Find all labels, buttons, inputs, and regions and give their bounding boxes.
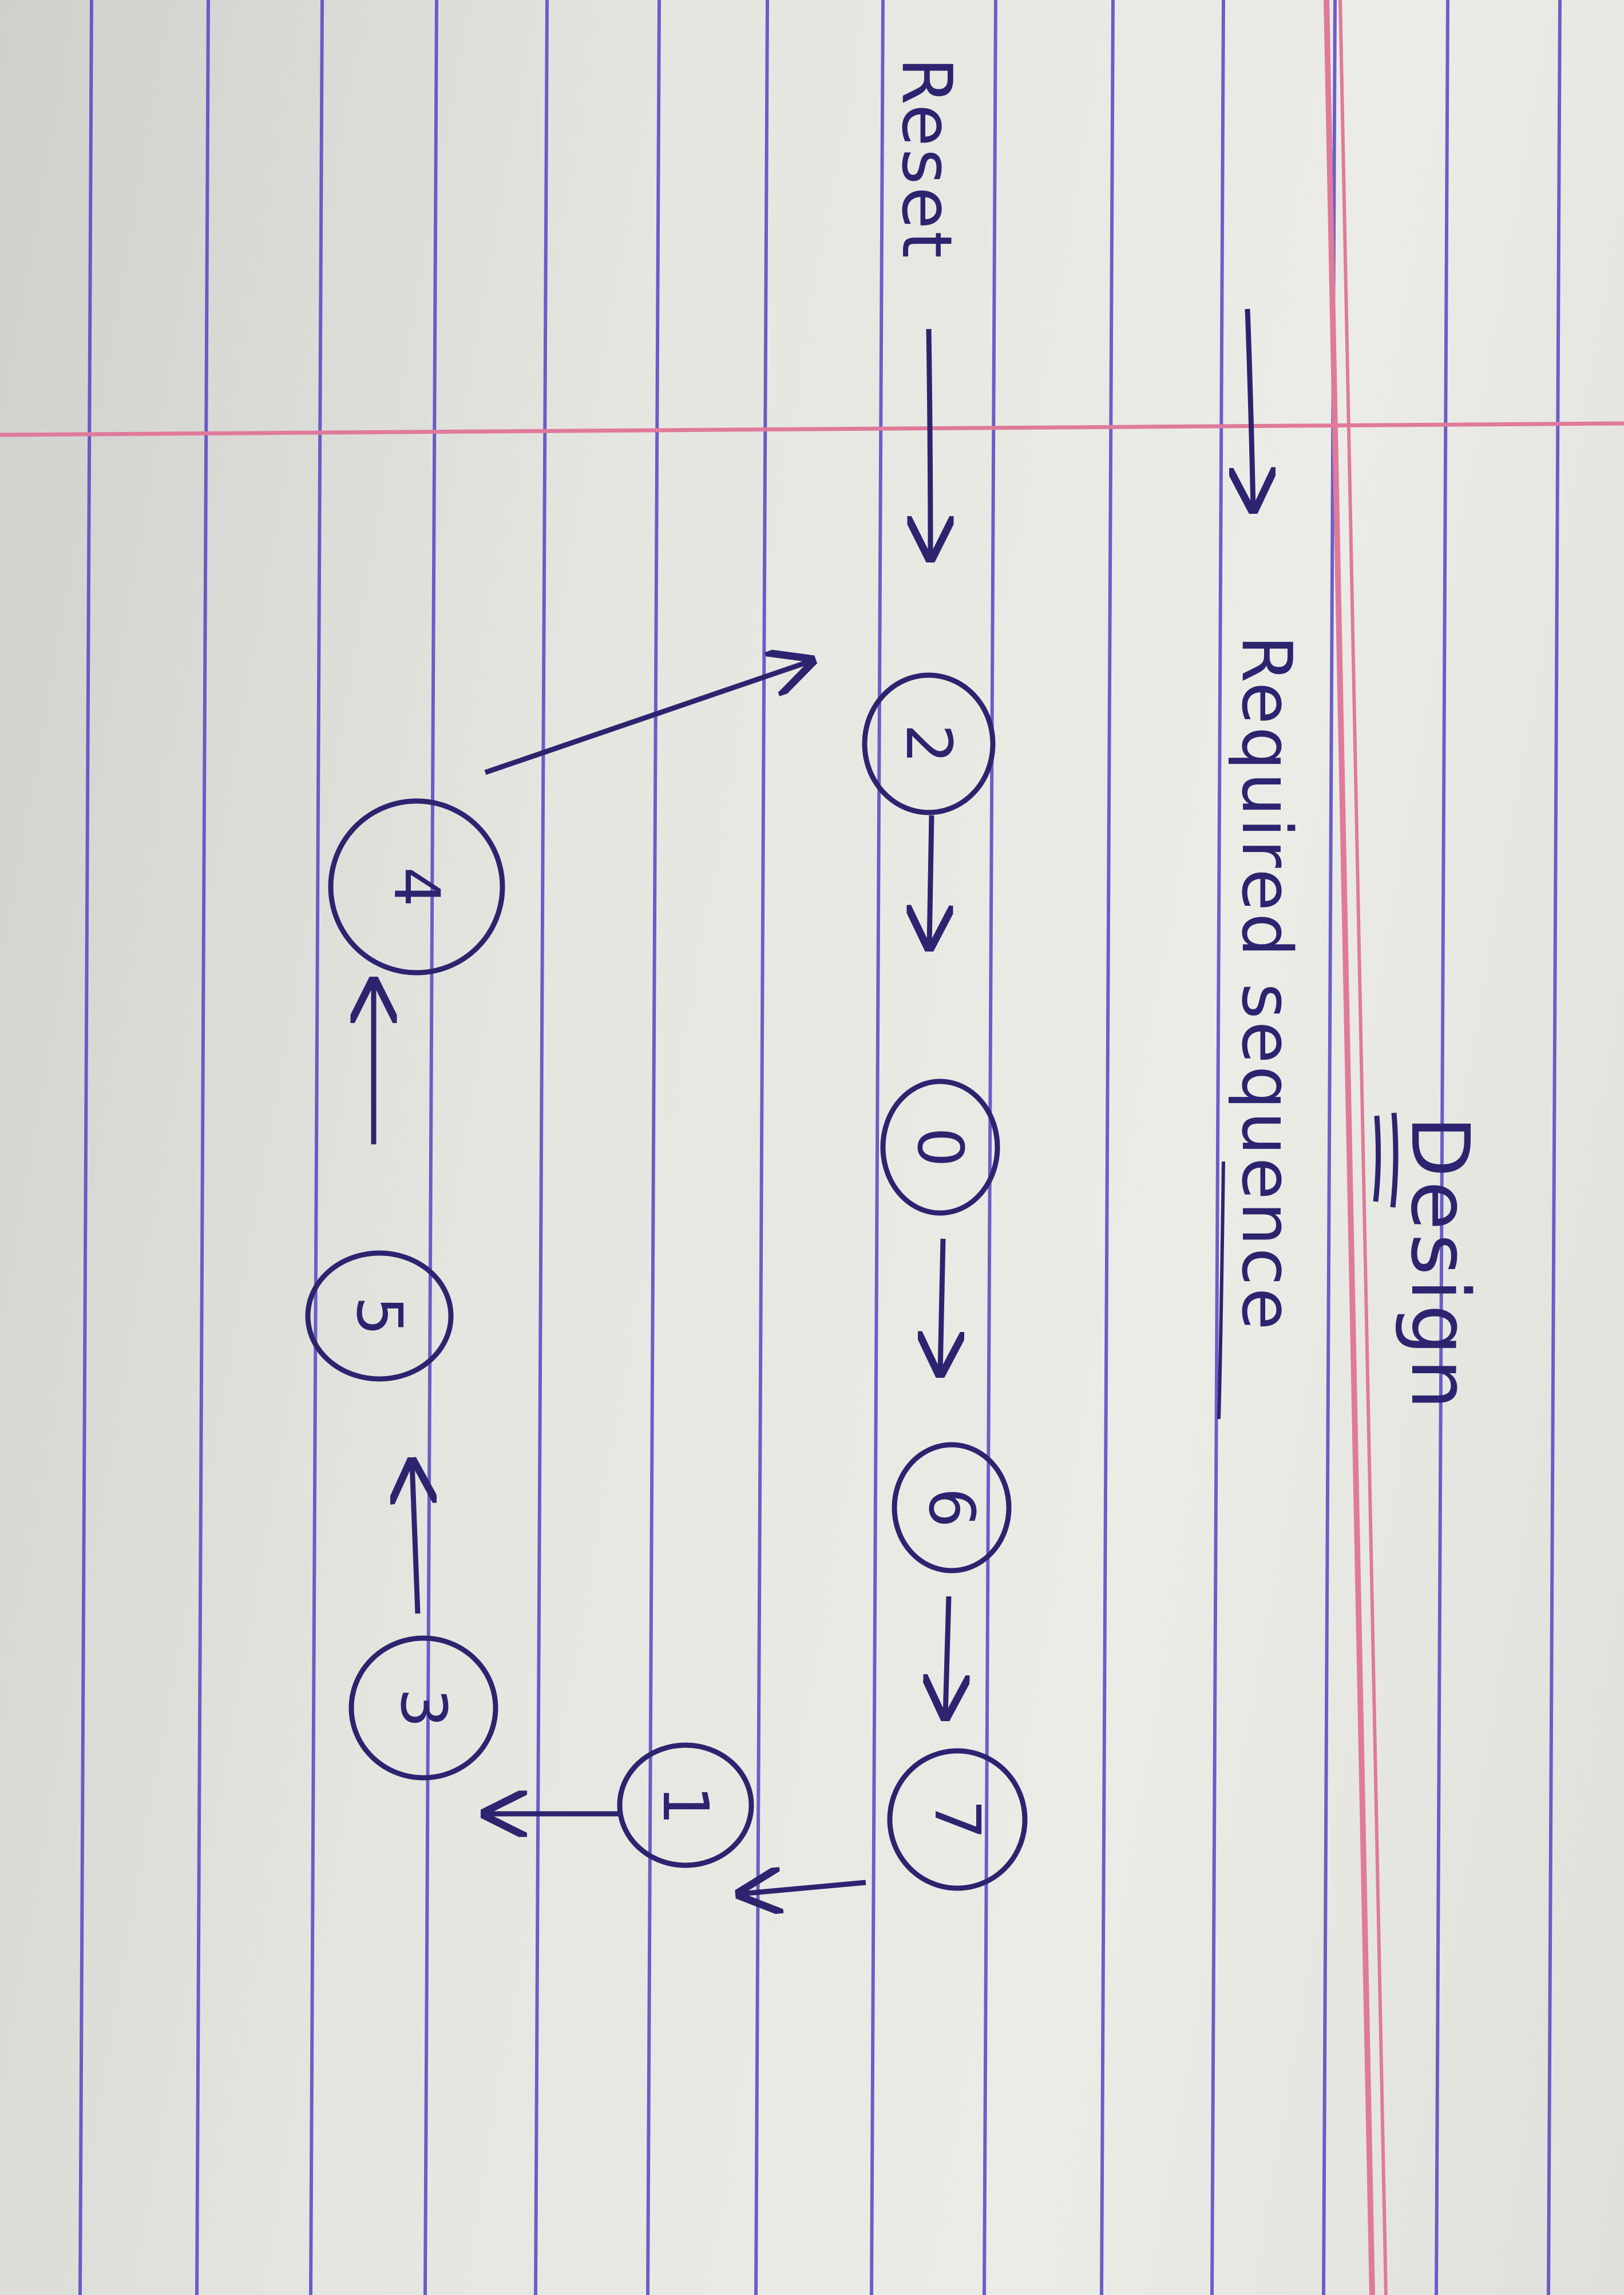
diagram-title: Design [1393, 1116, 1486, 1413]
title-underline [1373, 1112, 1399, 1208]
state-circle [887, 1748, 1028, 1891]
state-circle [880, 1079, 1000, 1216]
state-3: 3 [348, 1635, 498, 1781]
state-label: 4 [380, 867, 453, 907]
arrow-3-to-5 [412, 1462, 418, 1614]
state-6: 6 [892, 1442, 1012, 1573]
state-label: 5 [343, 1296, 416, 1336]
rule-lines [78, 0, 1562, 2295]
arrow-2-to-0 [929, 815, 932, 947]
state-5: 5 [305, 1250, 454, 1382]
states: 2 0 6 7 1 3 5 4 [305, 672, 1028, 1891]
reset-label: Reset [886, 57, 966, 260]
state-circle [862, 672, 996, 815]
state-circle [617, 1742, 754, 1868]
arrow-0-to-6 [940, 1238, 943, 1373]
state-circle [328, 798, 505, 976]
arrow-6-to-7 [945, 1596, 949, 1717]
reset-arrow [929, 328, 930, 558]
state-2: 2 [862, 672, 996, 815]
state-label: 2 [892, 724, 965, 764]
state-label: 0 [904, 1127, 977, 1167]
state-label: 6 [915, 1488, 988, 1528]
arrow-4-to-2 [484, 661, 811, 775]
state-circle [305, 1250, 454, 1382]
legend-label: Required sequence [1226, 635, 1306, 1333]
legend-underline [1217, 1161, 1225, 1420]
state-1: 1 [617, 1742, 754, 1868]
legend: Required sequence [1217, 308, 1306, 1420]
state-label: 7 [921, 1799, 994, 1840]
state-7: 7 [887, 1748, 1028, 1891]
legend-arrow [1247, 308, 1253, 509]
transitions [374, 661, 949, 1894]
state-circle [892, 1442, 1012, 1573]
state-label: 1 [649, 1785, 722, 1825]
state-0: 0 [880, 1079, 1000, 1216]
arrow-7-to-1 [740, 1882, 866, 1894]
state-circle [348, 1635, 498, 1781]
state-label: 3 [387, 1688, 460, 1728]
state-4: 4 [328, 798, 505, 976]
